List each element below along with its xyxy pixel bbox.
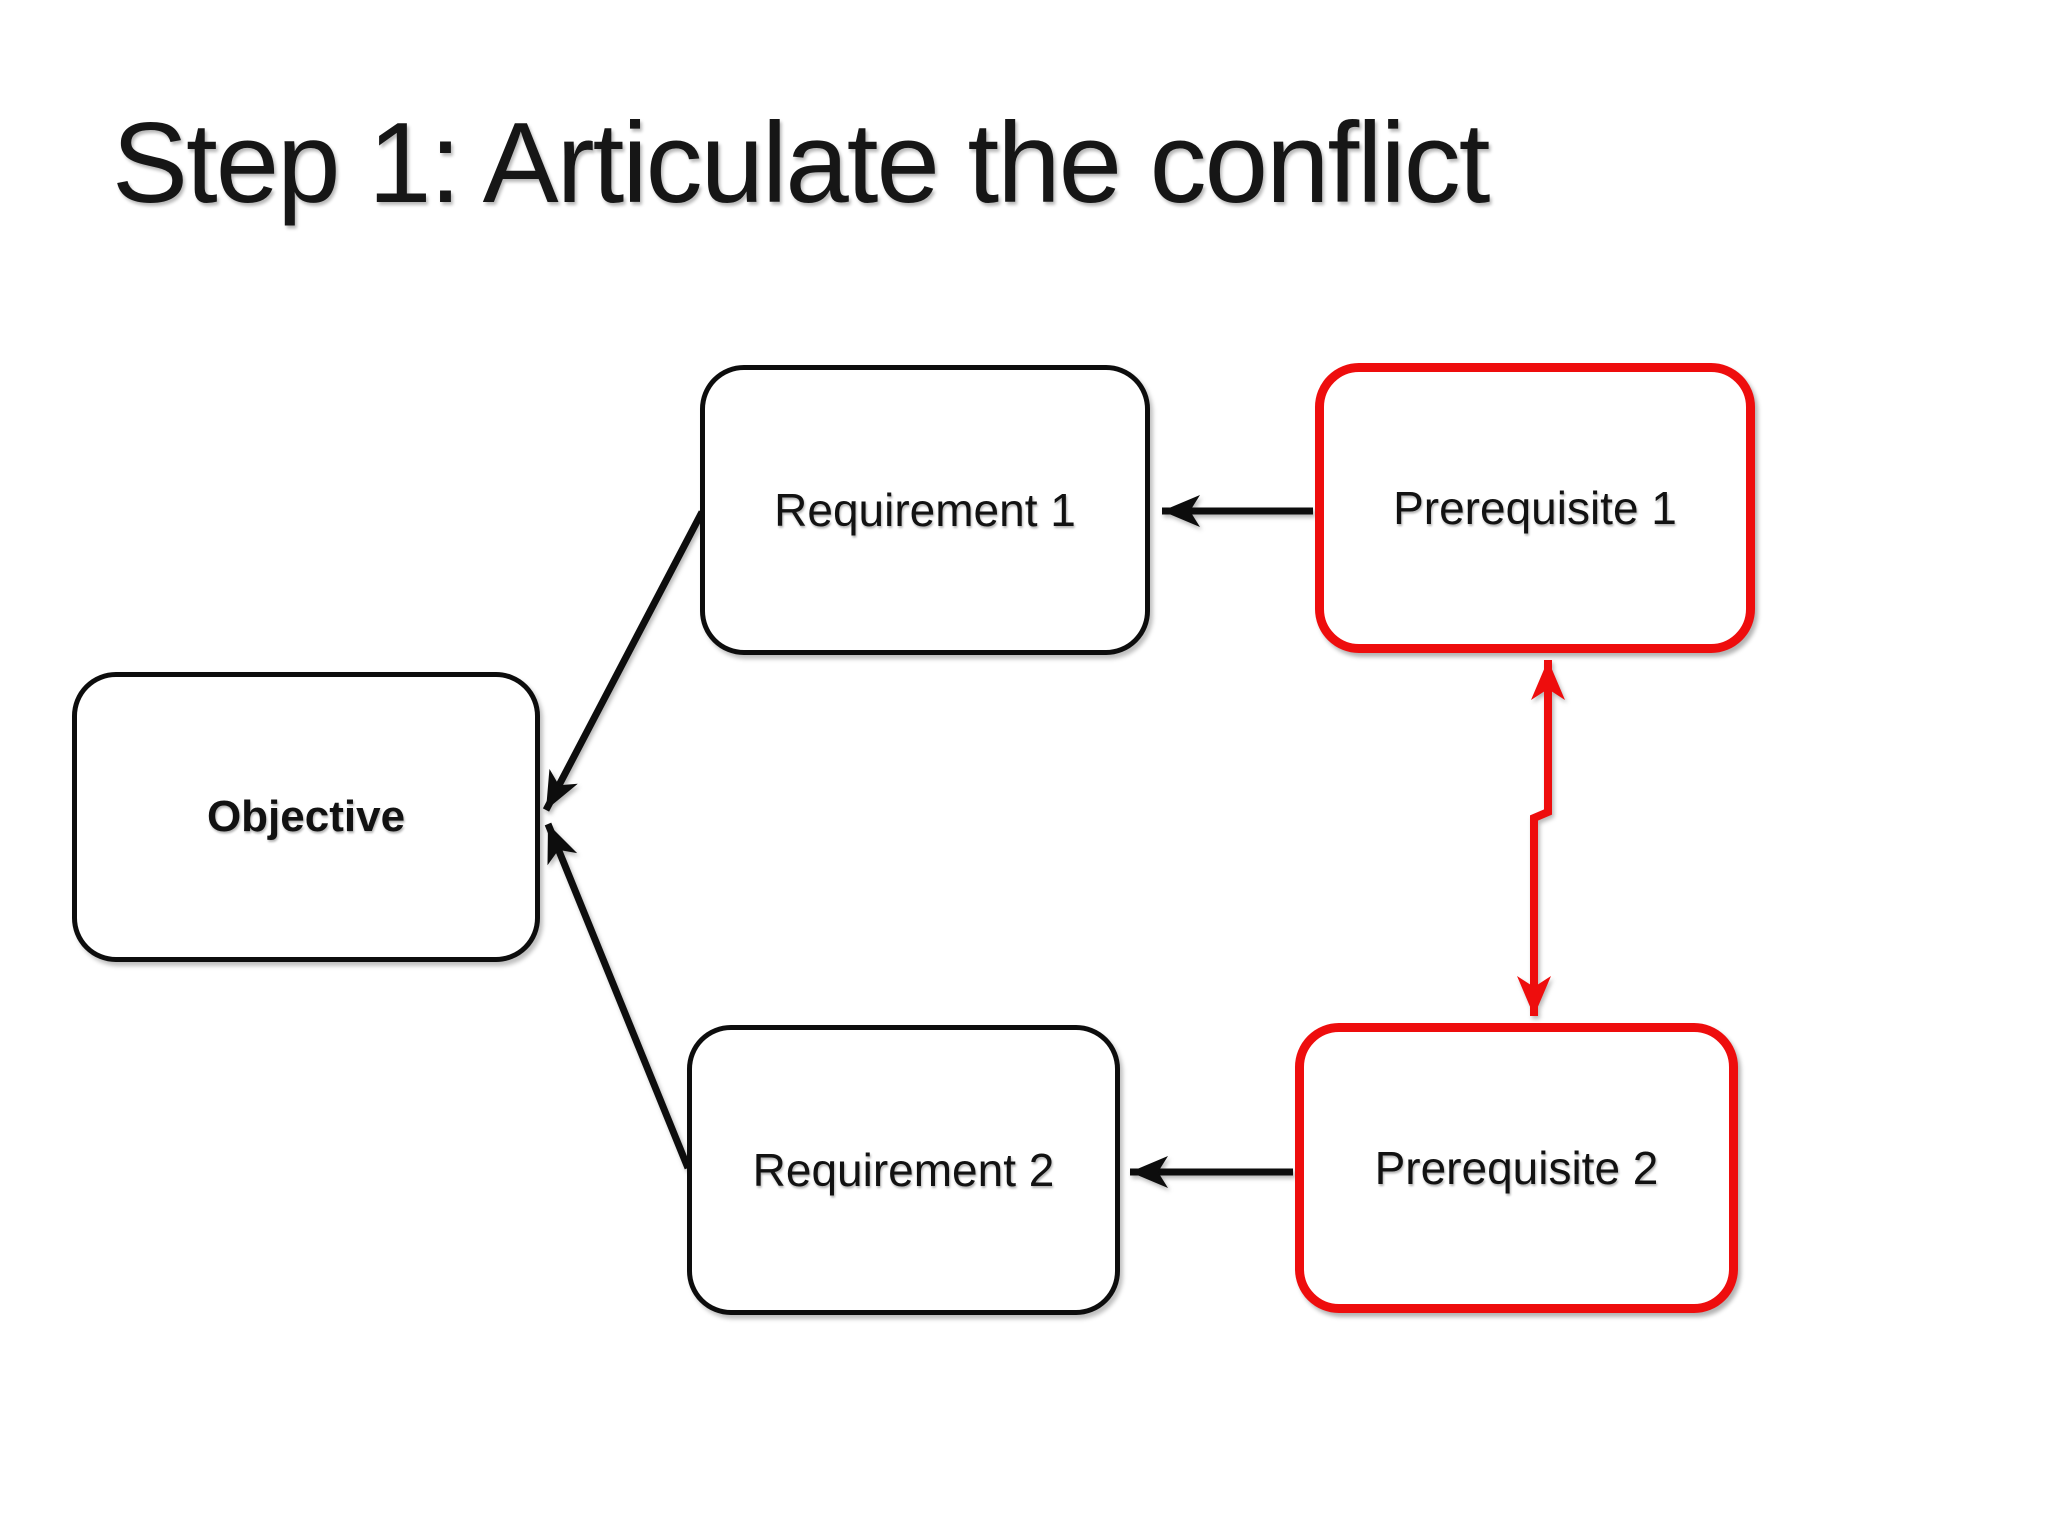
edge-conflict-zigzag	[1517, 660, 1565, 1016]
node-requirement1-label: Requirement 1	[774, 484, 1076, 536]
edge-requirement1-objective	[542, 510, 706, 812]
node-requirement2-label: Requirement 2	[752, 1144, 1055, 1196]
node-prerequisite2: Prerequisite 2	[1295, 1023, 1738, 1313]
node-prerequisite2-label: Prerequisite 2	[1374, 1142, 1659, 1194]
slide-title: Step 1: Articulate the conflict	[112, 100, 1490, 227]
node-requirement2: Requirement 2	[687, 1025, 1120, 1315]
node-objective-label: Objective	[206, 792, 406, 841]
node-prerequisite1-label: Prerequisite 1	[1393, 482, 1677, 534]
node-requirement1: Requirement 1	[700, 365, 1150, 655]
node-objective: Objective	[72, 672, 540, 962]
edge-requirement2-objective	[544, 822, 692, 1170]
node-prerequisite1: Prerequisite 1	[1315, 363, 1755, 653]
